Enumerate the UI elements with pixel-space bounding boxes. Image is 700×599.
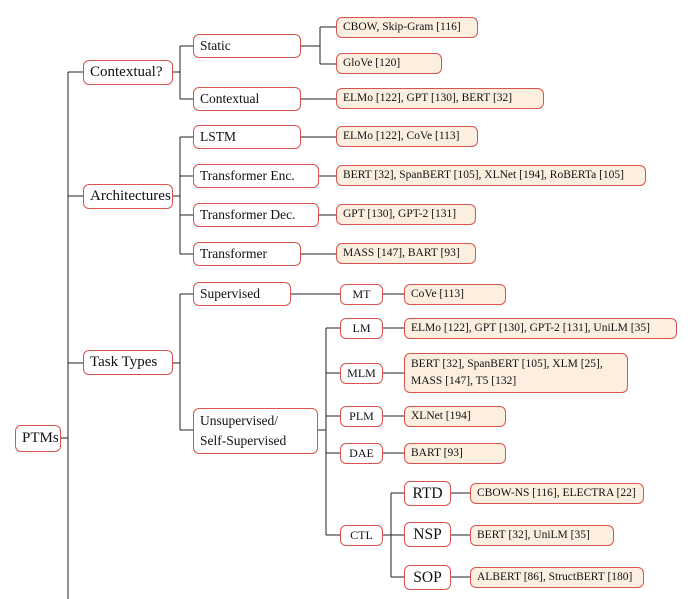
leaf-gpt-gpt2: GPT [130], GPT-2 [131] [336,204,476,225]
leaf-glove: GloVe [120] [336,53,442,74]
node-contextual-question: Contextual? [83,60,173,85]
leaf-xlnet: XLNet [194] [404,406,506,427]
leaf-mlm-line2: MASS [147], T5 [132] [411,374,517,387]
root-node-ptms: PTMs [15,425,61,452]
node-architectures: Architectures [83,184,173,209]
node-mlm: MLM [340,363,383,384]
node-unsupervised-line1: Unsupervised/ [200,413,278,429]
node-plm: PLM [340,406,383,427]
node-transformer-dec: Transformer Dec. [193,203,319,227]
leaf-albert-structbert: ALBERT [86], StructBERT [180] [470,567,644,588]
node-contextual: Contextual [193,87,301,111]
node-mt: MT [340,284,383,305]
leaf-cbowns-electra: CBOW-NS [116], ELECTRA [22] [470,483,644,504]
leaf-bert-spanbert-xlm-mass-t5: BERT [32], SpanBERT [105], XLM [25], MAS… [404,353,628,393]
node-sop: SOP [404,565,451,590]
node-ctl: CTL [340,525,383,546]
node-dae: DAE [340,443,383,464]
leaf-elmo-cove: ELMo [122], CoVe [113] [336,126,478,147]
node-rtd: RTD [404,481,451,506]
leaf-bert-spanbert-xlnet-roberta: BERT [32], SpanBERT [105], XLNet [194], … [336,165,646,186]
leaf-mass-bart: MASS [147], BART [93] [336,243,476,264]
leaf-elmo-gpt-gpt2-unilm: ELMo [122], GPT [130], GPT-2 [131], UniL… [404,318,677,339]
node-lm: LM [340,318,383,339]
node-task-types: Task Types [83,350,173,375]
node-static: Static [193,34,301,58]
node-supervised: Supervised [193,282,291,306]
leaf-cove: CoVe [113] [404,284,506,305]
leaf-cbow-skipgram: CBOW, Skip-Gram [116] [336,17,478,38]
leaf-bert-unilm: BERT [32], UniLM [35] [470,525,614,546]
node-transformer-enc: Transformer Enc. [193,164,319,188]
node-lstm: LSTM [193,125,301,149]
node-transformer: Transformer [193,242,301,266]
leaf-mlm-line1: BERT [32], SpanBERT [105], XLM [25], [411,358,603,371]
node-unsupervised: Unsupervised/ Self-Supervised [193,408,318,454]
leaf-bart: BART [93] [404,443,506,464]
leaf-elmo-gpt-bert: ELMo [122], GPT [130], BERT [32] [336,88,544,109]
node-nsp: NSP [404,522,451,547]
node-unsupervised-line2: Self-Supervised [200,433,287,448]
